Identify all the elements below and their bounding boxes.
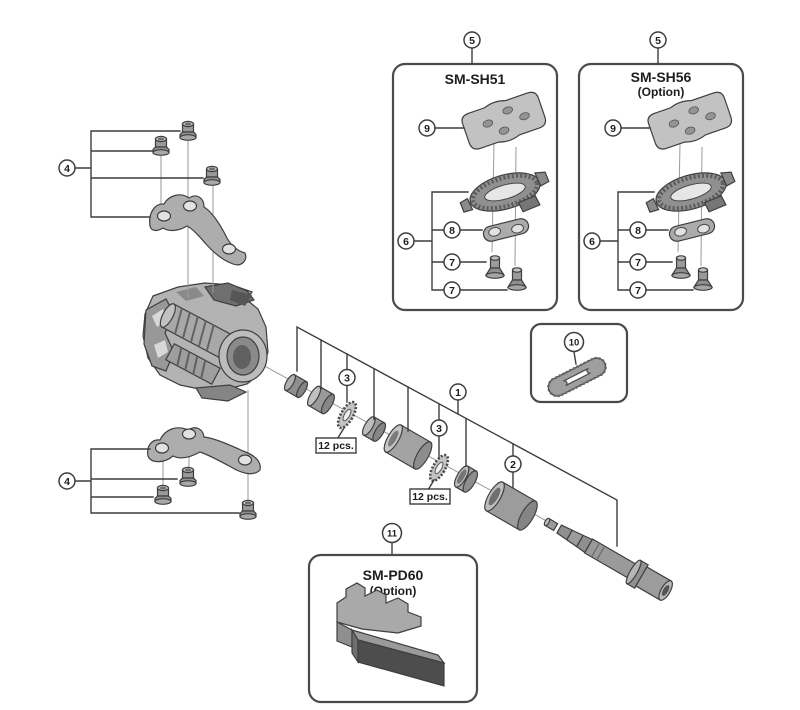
svg-text:1: 1 <box>455 387 461 399</box>
callout-3b: 3 <box>430 419 448 437</box>
inner-ring <box>361 416 387 442</box>
callout-11: 11 <box>381 522 403 544</box>
top-cage-group: 4 <box>58 120 247 298</box>
svg-text:3: 3 <box>344 372 350 384</box>
quantity-note-1: 12 pcs. <box>315 437 357 454</box>
reflector-box: 11 SM-PD60 (Option) <box>307 522 479 704</box>
seal-collar <box>453 465 479 493</box>
callout-4-top: 4 <box>58 159 76 177</box>
box-subtitle-sm-sh56: (Option) <box>638 85 685 99</box>
box-title-sm-pd60: SM-PD60 <box>363 567 424 583</box>
svg-text:3: 3 <box>436 423 442 435</box>
reflector-unit <box>336 582 446 687</box>
axle-bracket-group: 1 2 3 3 12 pcs. 12 pcs. <box>296 325 618 547</box>
cage-bolt-bottom-2 <box>154 484 172 505</box>
callout-1: 1 <box>449 383 467 401</box>
svg-text:12 pcs.: 12 pcs. <box>318 440 354 452</box>
cone-nut <box>306 385 336 415</box>
callout-10: 10 <box>563 331 585 353</box>
callout-4-bottom: 4 <box>58 472 76 490</box>
bearing-sleeve <box>383 424 433 470</box>
box-title-sm-sh56: SM-SH56 <box>631 69 692 85</box>
svg-text:4: 4 <box>64 163 70 175</box>
cage-bolt-bottom-1 <box>179 466 197 487</box>
box-title-sm-sh51: SM-SH51 <box>445 71 506 87</box>
seal-ring <box>547 356 607 398</box>
cage-bolt-bottom-3 <box>239 499 257 520</box>
bottom-cage-group: 4 <box>58 390 261 520</box>
top-cage-plate <box>149 194 247 266</box>
svg-text:4: 4 <box>64 476 70 488</box>
seal-ring-box: 10 <box>529 322 629 404</box>
quantity-note-2: 12 pcs. <box>409 488 451 505</box>
cage-bolt-top-1 <box>179 120 197 141</box>
pedal-axle <box>543 517 673 601</box>
callout-2: 2 <box>504 455 522 473</box>
body-cover-cylinder <box>484 481 538 531</box>
pedal-body <box>142 282 269 402</box>
svg-text:12 pcs.: 12 pcs. <box>412 491 448 503</box>
bottom-cage-plate <box>147 427 261 475</box>
callout-3a: 3 <box>338 368 356 387</box>
cage-bolt-top-3 <box>203 165 221 186</box>
cage-bolt-top-2 <box>152 135 170 156</box>
svg-text:2: 2 <box>510 459 516 471</box>
svg-text:11: 11 <box>387 529 398 540</box>
lock-nut <box>283 373 309 399</box>
svg-text:10: 10 <box>569 338 580 349</box>
axle-parts <box>283 373 673 601</box>
